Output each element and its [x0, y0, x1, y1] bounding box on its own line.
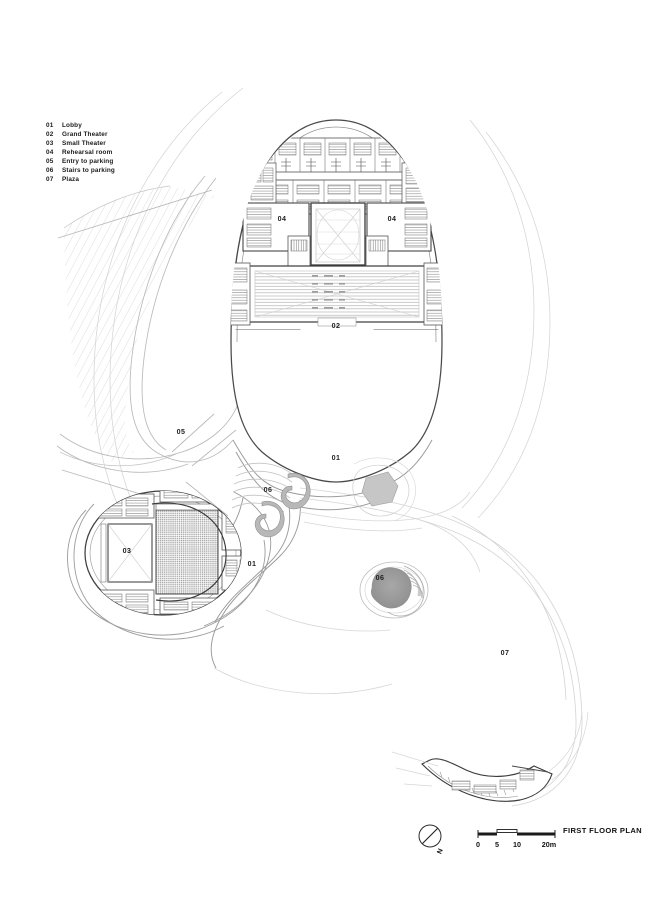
grand-auditorium-hall: [248, 265, 426, 327]
legend-item: 05 Entry to parking: [46, 157, 115, 166]
legend-item-number: 06: [46, 167, 54, 175]
stage-side-wings: [287, 235, 389, 267]
plaza-pavilion-pad: [352, 457, 416, 522]
stairs-to-parking-upper: [231, 462, 311, 538]
legend-item-number: 05: [46, 158, 54, 166]
boat-pavilion: [391, 711, 589, 802]
legend: 01 Lobby 02 Grand Theater 03 Small Theat…: [46, 121, 115, 184]
room-tag-04-left: 04: [277, 215, 287, 223]
room-tag-01-lower: 01: [247, 560, 257, 568]
small-theater-seating: [155, 503, 219, 595]
room-tag-06-lower: 06: [375, 574, 385, 582]
legend-item-label: Rehearsal room: [62, 149, 113, 157]
legend-item-label: Plaza: [62, 176, 80, 184]
room-tag-03: 03: [122, 547, 132, 555]
legend-item-label: Stairs to parking: [62, 167, 115, 175]
legend-item: 02 Grand Theater: [46, 130, 115, 139]
small-theater-interior: [95, 491, 241, 615]
boh-upper-rooms: [251, 137, 425, 173]
legend-item-number: 01: [46, 122, 54, 129]
legend-item-label: Entry to parking: [62, 158, 114, 166]
room-tag-05: 05: [176, 428, 186, 436]
lobby-envelope: [155, 439, 433, 669]
legend-item-number: 04: [46, 149, 54, 157]
legend-item-label: Lobby: [62, 122, 82, 129]
perimeter-service-strip: [231, 262, 442, 326]
stage-fly-tower: [310, 202, 366, 266]
legend-item: 01 Lobby: [46, 121, 115, 130]
room-tag-04-right: 04: [387, 215, 397, 223]
stairs-to-parking-lower: [359, 561, 429, 619]
legend-item-label: Small Theater: [62, 140, 106, 148]
parking-ramp-area: [59, 185, 214, 467]
small-theater-lobby-tail: [67, 491, 272, 640]
legend-item: 07 Plaza: [46, 175, 115, 184]
small-theater-stage: [100, 523, 153, 583]
small-theater-ring-wall: [151, 502, 227, 602]
plaza-boundary: [299, 487, 583, 807]
room-tag-07: 07: [500, 649, 510, 657]
legend-item-number: 02: [46, 131, 54, 139]
legend-item-label: Grand Theater: [62, 131, 108, 139]
legend-item-number: 03: [46, 140, 54, 148]
legend-item-number: 07: [46, 176, 54, 184]
room-tag-01-upper: 01: [331, 454, 341, 462]
legend-item: 03 Small Theater: [46, 139, 115, 148]
plaza-walkways: [213, 491, 481, 695]
legend-item: 06 Stairs to parking: [46, 166, 115, 175]
room-tag-06-upper: 06: [263, 486, 273, 494]
legend-item: 04 Rehearsal room: [46, 148, 115, 157]
room-tag-02: 02: [331, 322, 341, 330]
